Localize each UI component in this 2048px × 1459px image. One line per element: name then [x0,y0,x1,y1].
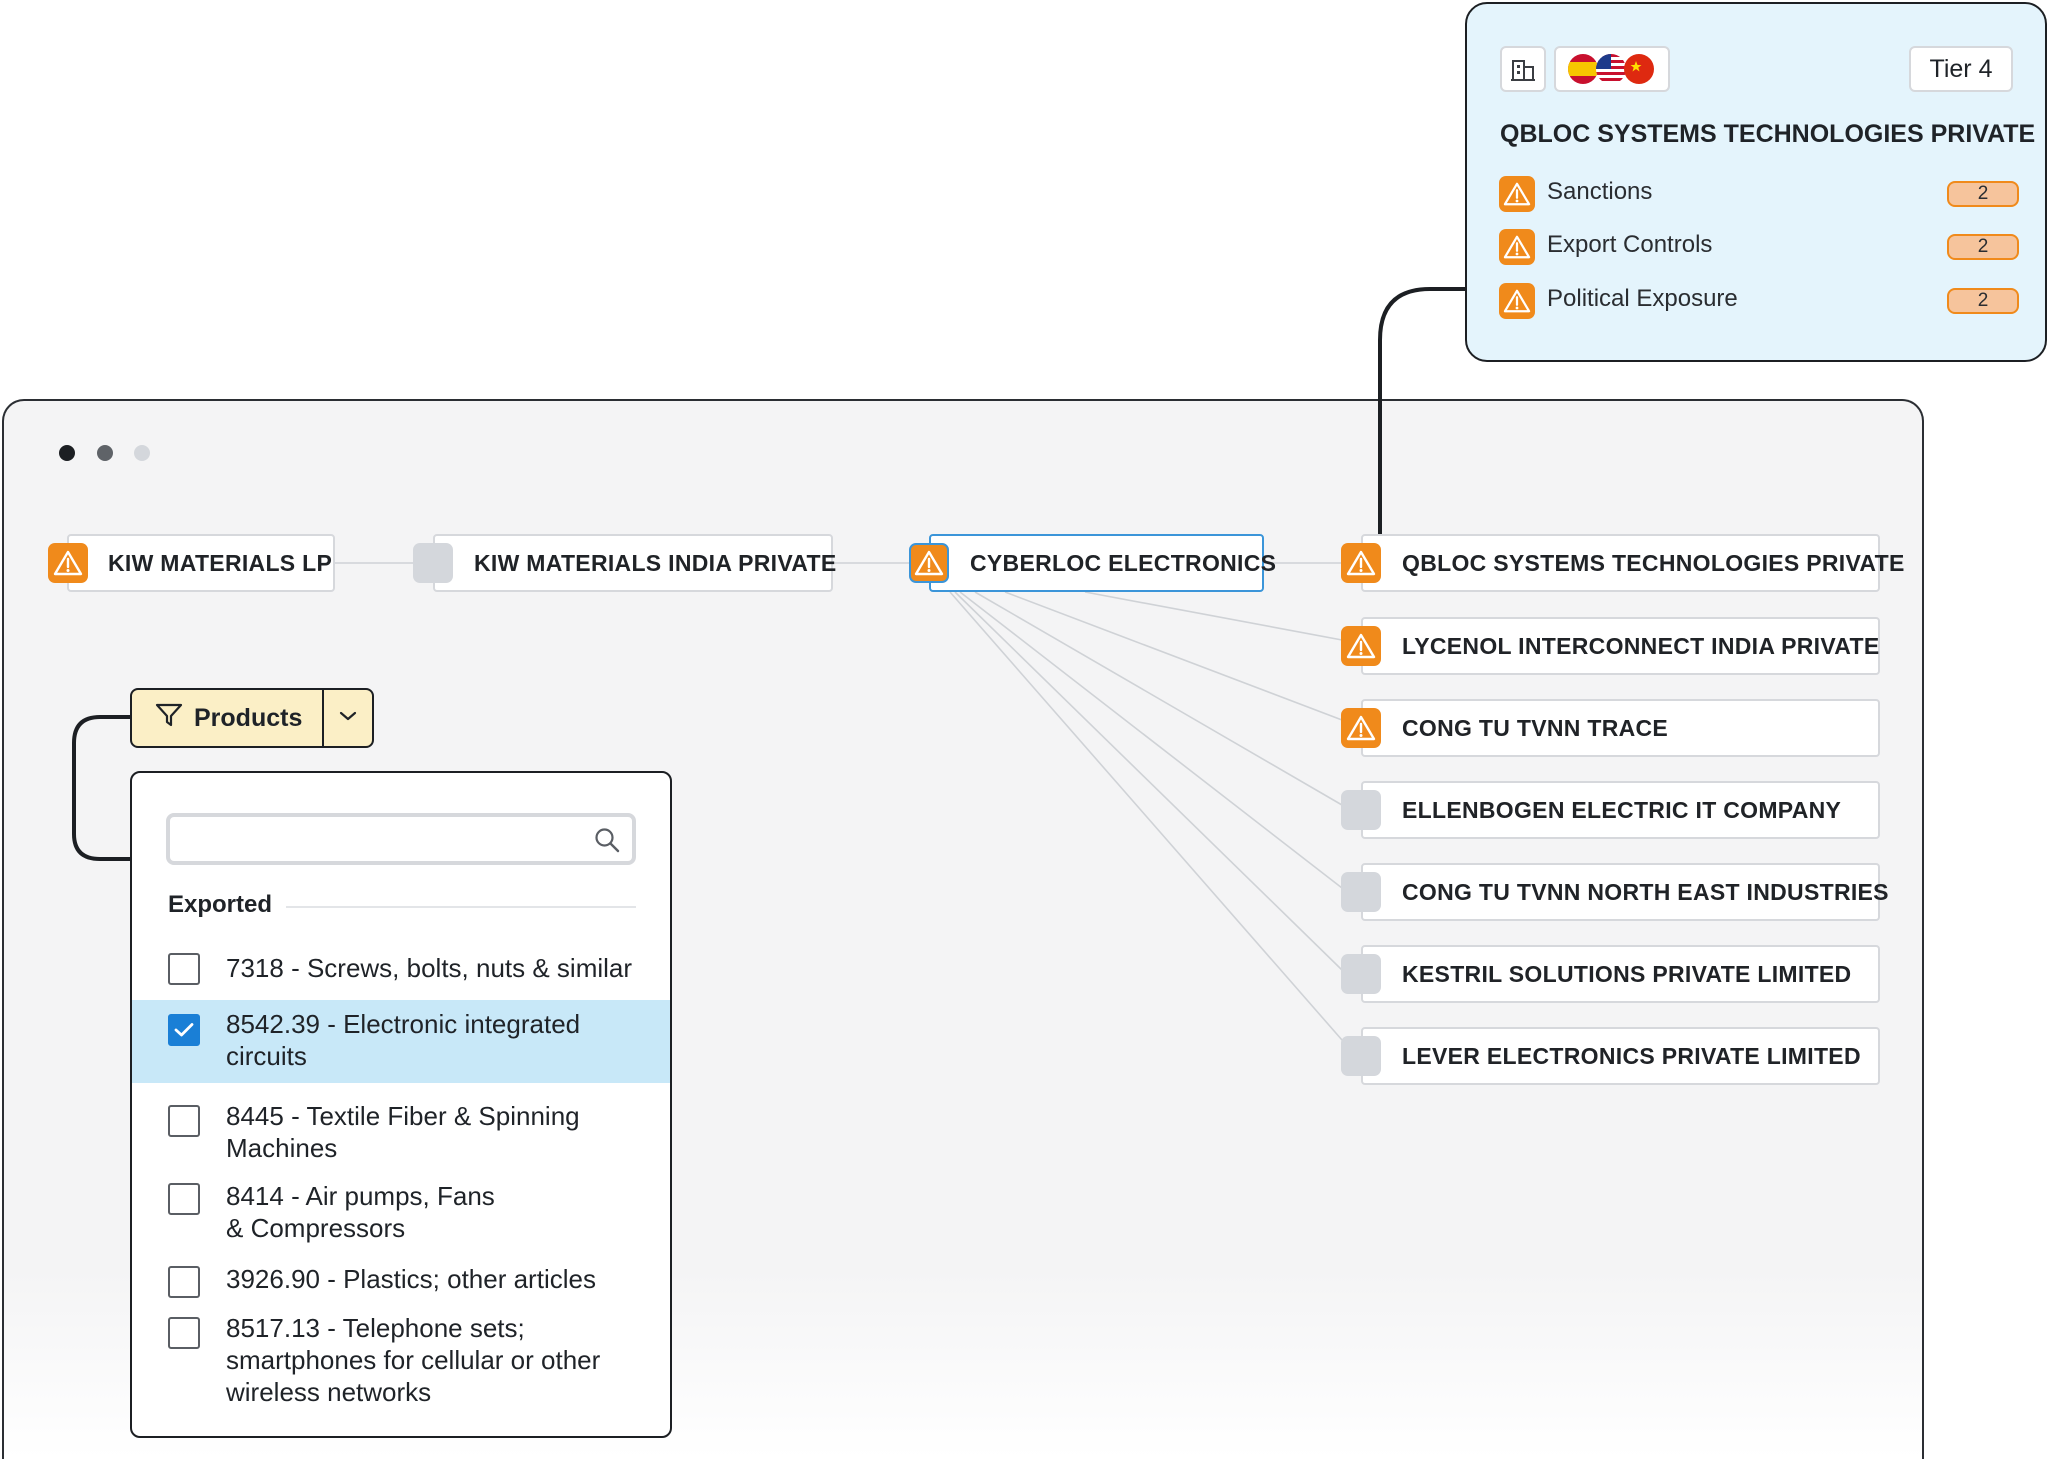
product-option[interactable]: 7318 - Screws, bolts, nuts & similar [132,939,670,999]
warning-icon [1499,176,1535,212]
filter-dropdown-toggle[interactable] [324,690,372,746]
neutral-badge-icon [1341,1036,1381,1076]
node-label: KESTRIL SOLUTIONS PRIVATE LIMITED [1402,960,1852,987]
product-option[interactable]: 8414 - Air pumps, Fans & Compressors [132,1173,670,1249]
node-label: ELLENBOGEN ELECTRIC IT COMPANY [1402,796,1842,823]
product-option-label: 3926.90 - Plastics; other articles [226,1264,596,1294]
node-label: QBLOC SYSTEMS TECHNOLOGIES PRIVATE [1402,549,1905,576]
chevron-down-icon [338,709,358,727]
neutral-badge-icon [413,543,453,583]
window-zoom-dot[interactable] [134,445,150,461]
product-option[interactable]: 8517.13 - Telephone sets; smartphones fo… [132,1305,670,1415]
product-option-label: 8542.39 - Electronic integrated circuits [226,1009,581,1071]
product-option-selected[interactable]: 8542.39 - Electronic integrated circuits [132,1000,670,1083]
section-divider [286,906,636,908]
section-label-exported: Exported [168,891,273,918]
risk-row-sanctions[interactable]: Sanctions 2 [1499,176,2019,212]
search-input[interactable] [180,817,584,861]
product-option-label: 8414 - Air pumps, Fans & Compressors [226,1181,495,1243]
node-label: CONG TU TVNN TRACE [1402,714,1669,741]
flag-china-icon [1624,54,1654,84]
window-minimize-dot[interactable] [97,445,113,461]
entity-detail-card: Tier 4 QBLOC SYSTEMS TECHNOLOGIES PRIVAT… [1465,2,2047,362]
warning-icon [1341,708,1381,748]
risk-count-badge: 2 [1947,288,2019,314]
filter-label: Products [194,703,303,732]
neutral-badge-icon [1341,872,1381,912]
node-kiw-materials-lp[interactable]: KIW MATERIALS LP [67,534,335,592]
risk-label: Export Controls [1547,231,1713,258]
risk-row-export-controls[interactable]: Export Controls 2 [1499,229,2019,265]
node-cong-tu-tvnn-trace[interactable]: CONG TU TVNN TRACE [1361,699,1880,757]
node-lycenol-interconnect[interactable]: LYCENOL INTERCONNECT INDIA PRIVATE [1361,617,1880,675]
country-flags [1554,46,1670,92]
warning-icon [1499,229,1535,265]
checkbox[interactable] [168,1105,200,1137]
products-dropdown: Exported 7318 - Screws, bolts, nuts & si… [130,771,672,1438]
checkbox[interactable] [168,1183,200,1215]
checkbox[interactable] [168,953,200,985]
checkbox[interactable] [168,1317,200,1349]
neutral-badge-icon [1341,790,1381,830]
node-label: KIW MATERIALS LP [108,549,333,576]
tier-badge: Tier 4 [1909,46,2013,92]
checkbox-checked[interactable] [168,1014,200,1046]
products-filter-button[interactable]: Products [130,688,374,748]
search-icon[interactable] [594,827,620,858]
filter-divider [322,690,324,746]
node-label: CONG TU TVNN NORTH EAST INDUSTRIES [1402,878,1889,905]
building-icon [1500,46,1546,92]
node-qbloc-systems[interactable]: QBLOC SYSTEMS TECHNOLOGIES PRIVATE [1361,534,1904,592]
warning-icon [1499,283,1535,319]
product-option-label: 8445 - Textile Fiber & Spinning Machines [226,1101,580,1163]
node-label: CYBERLOC ELECTRONICS [970,549,1277,576]
warning-icon [909,543,949,583]
product-option[interactable]: 8445 - Textile Fiber & Spinning Machines [132,1091,670,1167]
node-lever-electronics[interactable]: LEVER ELECTRONICS PRIVATE LIMITED [1361,1027,1880,1085]
node-ellenbogen-electric[interactable]: ELLENBOGEN ELECTRIC IT COMPANY [1361,781,1880,839]
node-label: LEVER ELECTRONICS PRIVATE LIMITED [1402,1042,1861,1069]
window-close-dot[interactable] [59,445,75,461]
node-kiw-materials-india-private[interactable]: KIW MATERIALS INDIA PRIVATE [433,534,837,592]
checkbox[interactable] [168,1266,200,1298]
product-option-label: 8517.13 - Telephone sets; smartphones fo… [226,1313,601,1407]
filter-icon [154,701,184,736]
products-filter-main[interactable]: Products [132,690,322,746]
node-label: KIW MATERIALS INDIA PRIVATE [474,549,837,576]
node-kestril-solutions[interactable]: KESTRIL SOLUTIONS PRIVATE LIMITED [1361,945,1880,1003]
search-field[interactable] [166,813,636,865]
node-label: LYCENOL INTERCONNECT INDIA PRIVATE [1402,632,1880,659]
flag-spain-icon [1568,54,1598,84]
node-cong-tu-tvnn-north-east[interactable]: CONG TU TVNN NORTH EAST INDUSTRIES [1361,863,1889,921]
warning-icon [1341,543,1381,583]
warning-icon [48,543,88,583]
risk-row-political-exposure[interactable]: Political Exposure 2 [1499,283,2019,319]
product-option[interactable]: 3926.90 - Plastics; other articles [132,1256,670,1312]
check-icon [174,1023,194,1037]
node-cyberloc-electronics[interactable]: CYBERLOC ELECTRONICS [929,534,1276,592]
warning-icon [1341,626,1381,666]
risk-label: Political Exposure [1547,285,1738,312]
product-option-label: 7318 - Screws, bolts, nuts & similar [226,953,633,983]
risk-count-badge: 2 [1947,234,2019,260]
risk-label: Sanctions [1547,178,1653,205]
flag-usa-icon [1596,54,1626,84]
neutral-badge-icon [1341,954,1381,994]
card-title: QBLOC SYSTEMS TECHNOLOGIES PRIVATE [1500,120,2036,148]
risk-count-badge: 2 [1947,181,2019,207]
